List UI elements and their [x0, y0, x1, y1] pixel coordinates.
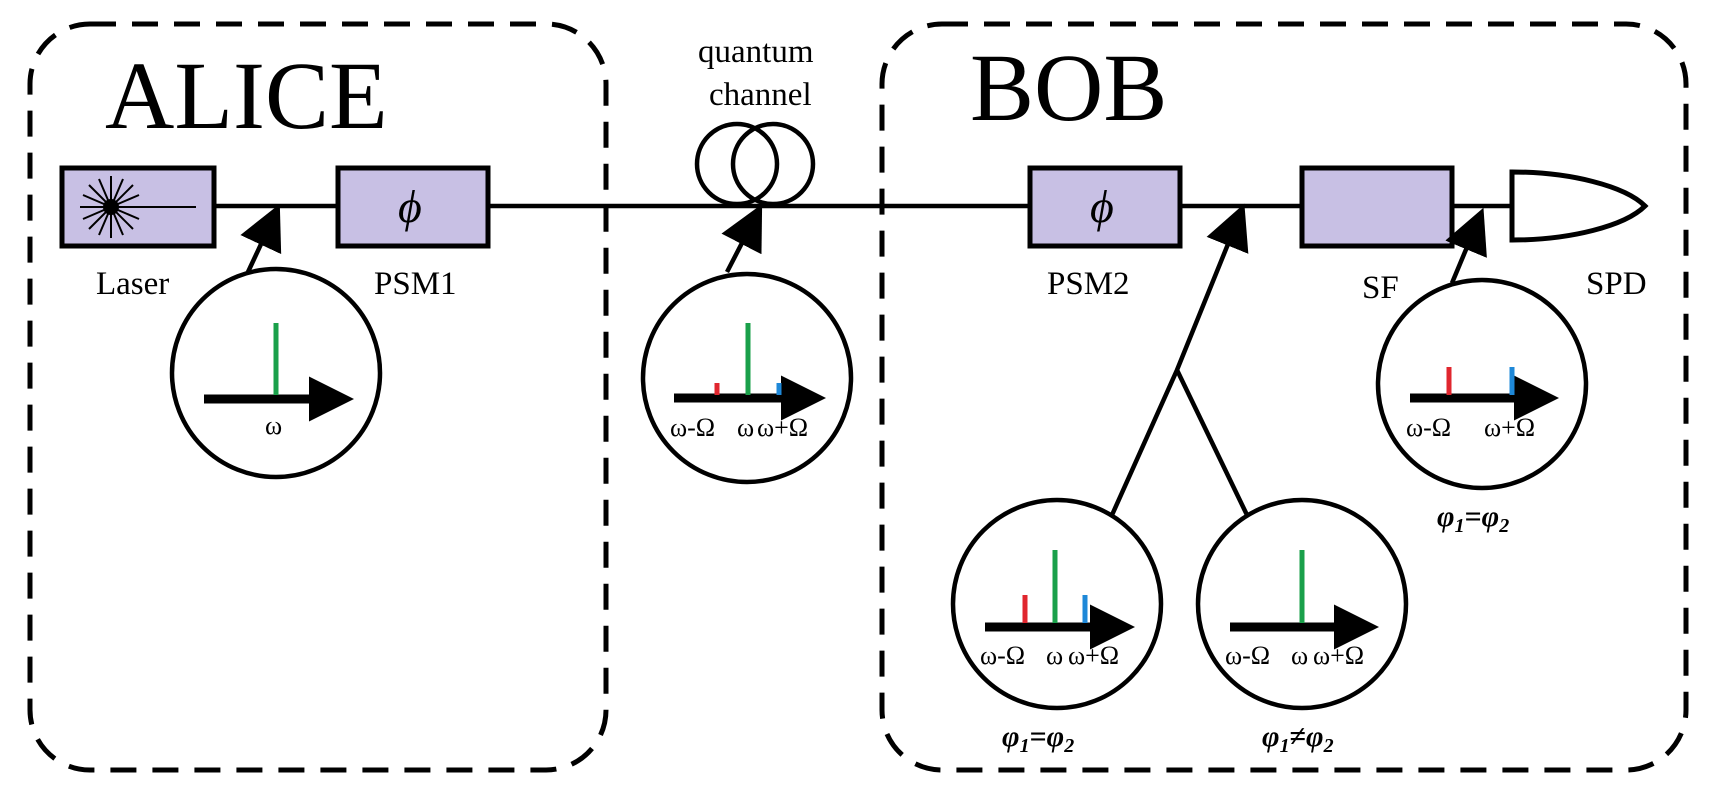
psm1-phi: ϕ: [398, 181, 422, 232]
center-label: ω: [1046, 641, 1063, 670]
center-label: ω: [737, 413, 754, 442]
sf-box: [1299, 165, 1455, 249]
condition-unequal: φ1≠φ2: [1262, 720, 1334, 757]
minus-label: ω-Ω: [980, 641, 1025, 670]
spectrum-laser: ω: [169, 266, 383, 480]
center-label: ω: [1291, 641, 1308, 670]
minus-label: ω-Ω: [670, 413, 715, 442]
channel-label-line1: quantum: [698, 34, 814, 70]
plus-label: ω+Ω: [1068, 641, 1119, 670]
pointer-channel: [721, 204, 763, 274]
pointer-laser: [240, 203, 282, 273]
plus-label: ω+Ω: [1313, 641, 1364, 670]
minus-label: ω-Ω: [1225, 641, 1270, 670]
plus-label: ω+Ω: [757, 413, 808, 442]
psm1-label: PSM1: [374, 266, 457, 302]
psm1-box: [335, 165, 491, 249]
laser-icon: [59, 165, 217, 249]
spd-label: SPD: [1586, 266, 1647, 302]
bob-title: BOB: [970, 34, 1167, 141]
fiber-coil-icon: [694, 121, 816, 207]
omega-label: ω: [265, 411, 282, 440]
pointer-sf: [1445, 207, 1487, 284]
psm2-phi: ϕ: [1090, 181, 1114, 232]
spectrum-bob-equal: ω-Ω ω ω+Ω: [950, 497, 1164, 711]
channel-label-line2: channel: [709, 77, 812, 113]
bob-boundary: [879, 21, 1689, 773]
psm2-box: [1027, 165, 1183, 249]
psm2-label: PSM2: [1047, 266, 1130, 302]
spectrum-after-sf: ω-Ω ω+Ω: [1375, 277, 1589, 491]
alice-title: ALICE: [105, 42, 388, 149]
minus-label: ω-Ω: [1406, 413, 1451, 442]
sf-label: SF: [1362, 270, 1399, 306]
spectrum-channel: ω-Ω ω ω+Ω: [640, 271, 854, 485]
plus-label: ω+Ω: [1484, 413, 1535, 442]
laser-label: Laser: [96, 266, 169, 302]
pointer-branch: [1174, 369, 1250, 516]
condition-equal: φ1=φ2: [1002, 720, 1074, 757]
condition-after-sf: φ1=φ2: [1437, 500, 1509, 537]
alice-boundary: [27, 21, 609, 773]
detector-icon: [1509, 169, 1649, 243]
spectrum-bob-unequal: ω-Ω ω ω+Ω: [1195, 497, 1409, 711]
pointer-psm2: [1109, 203, 1249, 516]
